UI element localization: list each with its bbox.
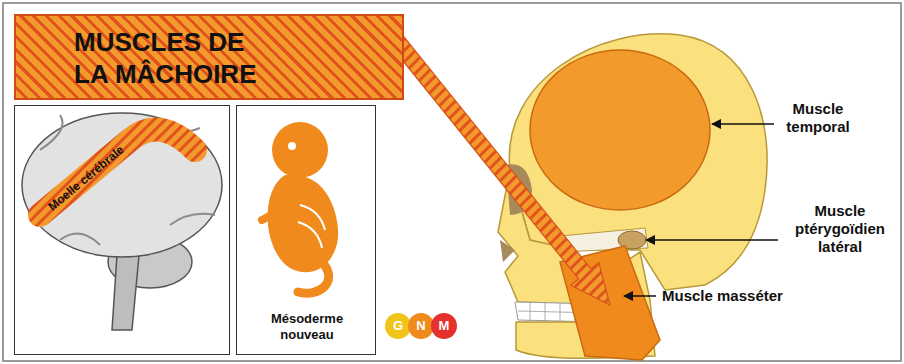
leader-line [646, 239, 778, 241]
logo-letter: M [439, 319, 450, 333]
embryo-arm [262, 205, 290, 220]
leader-line [712, 123, 774, 125]
logo-letter: G [393, 319, 403, 333]
embryo-panel: Mésoderme nouveau [236, 105, 376, 355]
cerebral-medulla-band [40, 130, 195, 215]
panel-caption: Mésoderme nouveau [262, 311, 352, 343]
embryo-leg [298, 262, 329, 293]
logo-letter: N [416, 319, 425, 333]
region-label: Moelle cérébrale [45, 142, 126, 213]
part-label: Muscle ptérygoïdien latéral [784, 202, 896, 256]
pointer-arrow [392, 37, 610, 305]
title-box: MUSCLES DE LA MÂCHOIRE [14, 14, 404, 100]
cerebrum [22, 113, 222, 257]
embryo-eye [288, 142, 296, 150]
leader-line [624, 295, 656, 297]
skull-illustration [498, 34, 767, 360]
embryo-head [272, 122, 328, 178]
embryo-body [268, 175, 339, 272]
embryo-illustration [262, 122, 338, 293]
part-label: Muscle masséter [662, 287, 783, 305]
outer-frame [3, 3, 901, 361]
brain-folds [40, 115, 215, 245]
part-label: Muscle temporal [778, 100, 858, 136]
logo-circle: M [431, 313, 457, 339]
temporal-muscle [530, 50, 710, 210]
brain-panel: Moelle cérébrale [14, 105, 230, 355]
brain-illustration [22, 113, 222, 330]
title-text: MUSCLES DE LA MÂCHOIRE [74, 26, 274, 90]
nasal-cavity [500, 240, 515, 262]
embryo-ribs [298, 205, 325, 248]
